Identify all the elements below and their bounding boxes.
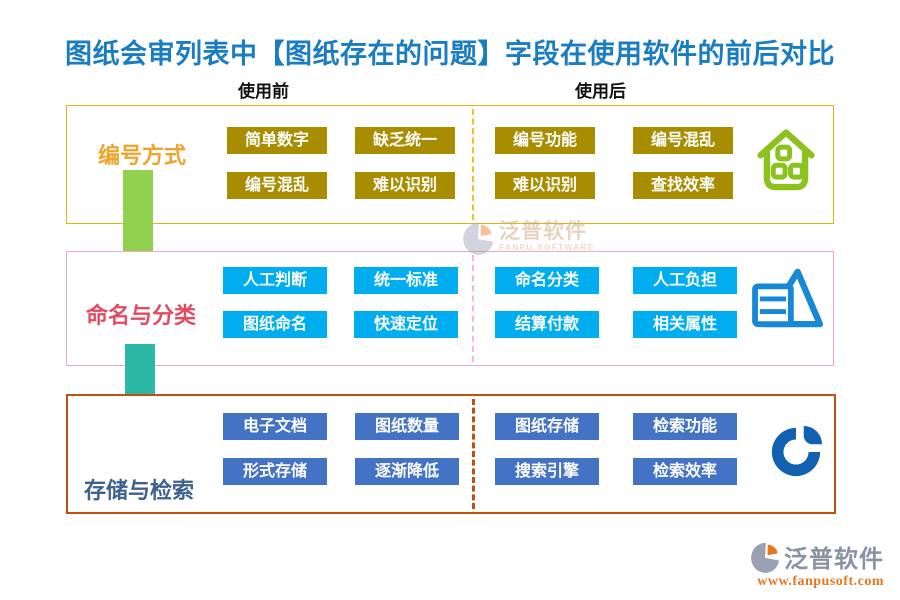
row-naming-divider — [472, 255, 474, 362]
row-numbering-divider — [472, 109, 474, 220]
row-storage-after-item-2: 检索功能 — [633, 413, 737, 440]
row-numbering-before-item-3: 编号混乱 — [227, 172, 327, 199]
column-header-after: 使用后 — [575, 82, 626, 101]
center-watermark: 泛普软件 FANPU SOFTWARE — [462, 221, 595, 255]
row-storage-label: 存储与检索 — [84, 478, 195, 503]
row-numbering-before-item-4: 难以识别 — [355, 172, 455, 199]
row-naming-before-item-1: 人工判断 — [223, 267, 327, 294]
row-storage-divider — [472, 399, 475, 509]
row-numbering-label: 编号方式 — [98, 143, 187, 168]
column-header-before: 使用前 — [238, 82, 289, 101]
triangle-list-icon — [752, 268, 823, 328]
row-numbering-after-item-1: 编号功能 — [495, 127, 595, 154]
row-numbering-after-item-4: 查找效率 — [633, 172, 733, 199]
footer-url[interactable]: www.fanpusoft.com — [757, 574, 884, 589]
row-storage-after-item-1: 图纸存储 — [495, 413, 599, 440]
row-numbering-before-item-1: 简单数字 — [227, 127, 327, 154]
row-storage-before-item-3: 形式存储 — [223, 458, 327, 485]
row-storage: 存储与检索 电子文档 图纸数量 形式存储 逐渐降低 图纸存储 检索功能 搜索引擎… — [66, 394, 836, 514]
row-storage-after-item-4: 检索效率 — [633, 458, 737, 485]
footer-brand-block: 泛普软件 www.fanpusoft.com — [750, 539, 884, 590]
watermark-brand: 泛普软件 — [499, 220, 587, 243]
row-storage-after-item-3: 搜索引擎 — [495, 458, 599, 485]
house-icon — [757, 129, 815, 191]
row-numbering-after-item-3: 难以识别 — [495, 172, 595, 199]
pie-chart-icon — [771, 425, 823, 477]
row-naming: 命名与分类 人工判断 统一标准 图纸命名 快速定位 命名分类 人工负担 结算付款… — [66, 251, 834, 366]
row-naming-after-item-4: 相关属性 — [633, 311, 737, 338]
row-storage-before-item-1: 电子文档 — [223, 413, 327, 440]
footer-brand-name: 泛普软件 — [784, 546, 884, 573]
fanpu-logo-icon — [463, 222, 494, 255]
row-naming-before-item-3: 图纸命名 — [223, 311, 327, 338]
page-title: 图纸会审列表中【图纸存在的问题】字段在使用软件的前后对比 — [65, 39, 835, 69]
row-naming-before-item-4: 快速定位 — [354, 311, 458, 338]
row-naming-before-item-2: 统一标准 — [354, 267, 458, 294]
row-naming-after-item-2: 人工负担 — [633, 267, 737, 294]
row-naming-after-item-1: 命名分类 — [495, 267, 599, 294]
row-naming-label: 命名与分类 — [86, 303, 197, 328]
row-naming-after-item-3: 结算付款 — [495, 311, 599, 338]
row-numbering-after-item-2: 编号混乱 — [633, 127, 733, 154]
row-numbering-before-item-2: 缺乏统一 — [355, 127, 455, 154]
row-numbering: 编号方式 简单数字 缺乏统一 编号混乱 难以识别 编号功能 编号混乱 难以识别 … — [66, 105, 834, 224]
fanpu-logo-icon — [751, 542, 780, 573]
row-storage-before-item-4: 逐渐降低 — [355, 458, 459, 485]
row-storage-before-item-2: 图纸数量 — [355, 413, 459, 440]
